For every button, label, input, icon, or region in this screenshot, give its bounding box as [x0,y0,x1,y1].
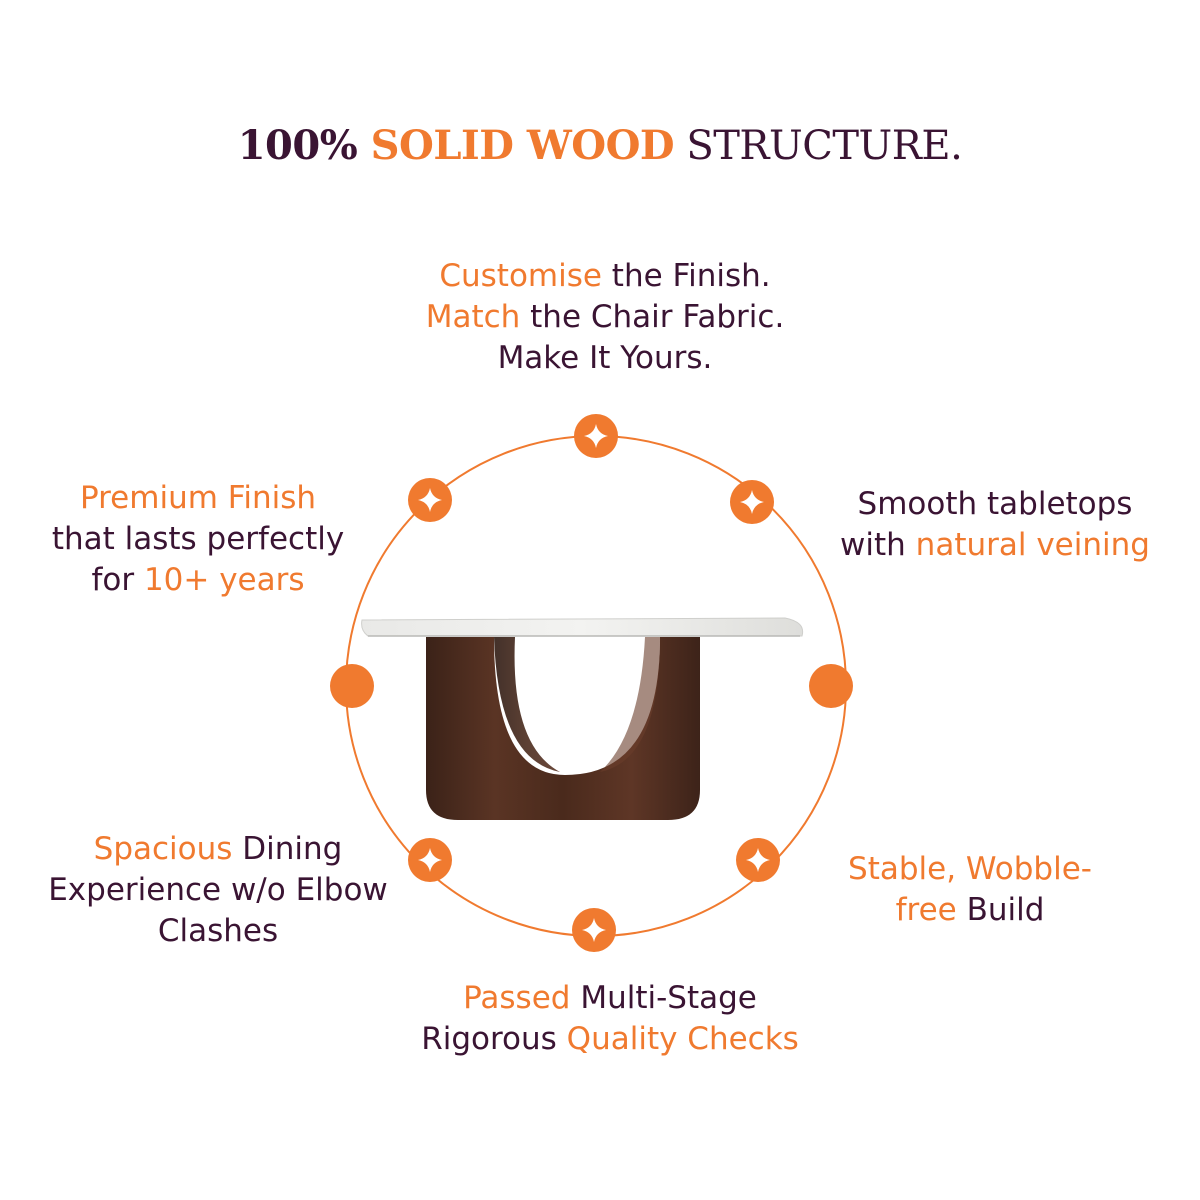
feature-quality-checks: Passed Multi-Stage Rigorous Quality Chec… [300,978,920,1060]
feature-stable-build: Stable, Wobble- free Build [800,849,1140,931]
feature-accent: Match [425,299,521,335]
feature-text: Experience w/o Elbow [48,872,388,908]
feature-text: with [840,527,916,563]
dot-node-right [809,664,853,708]
sparkle-icon [418,488,442,512]
feature-spacious-dining: Spacious Dining Experience w/o Elbow Cla… [8,829,428,952]
dot-node-left [330,664,374,708]
feature-premium-finish: Premium Finish that lasts perfectly for … [18,478,378,601]
feature-accent: Customise [439,258,602,294]
feature-text: Build [956,892,1045,928]
sparkle-node-top [574,414,618,458]
table-top [361,617,804,637]
feature-text: Dining [232,831,343,867]
feature-text: the Finish. [601,258,771,294]
title-accent: SOLID WOOD [370,122,675,169]
feature-accent: Passed [463,980,571,1016]
feature-accent: Spacious [93,831,233,867]
sparkle-icon [746,848,770,872]
sparkle-icon [582,918,606,942]
title-part-2: STRUCTURE. [674,123,963,169]
feature-accent: 10+ years [143,562,305,598]
feature-customise: Customise the Finish. Match the Chair Fa… [300,256,910,379]
feature-text: the Chair Fabric. [520,299,785,335]
feature-text: Clashes [157,913,279,949]
feature-accent: free [895,892,957,928]
feature-accent: Quality Checks [566,1021,799,1057]
feature-accent: natural veining [915,527,1150,563]
sparkle-node-bottom-left [408,838,452,882]
feature-text: Smooth tabletops [857,486,1133,522]
sparkle-icon [584,424,608,448]
feature-text: Multi-Stage [570,980,757,1016]
sparkle-node-bottom-right [736,838,780,882]
feature-text: Rigorous [421,1021,567,1057]
sparkle-icon [418,848,442,872]
feature-smooth-tabletops: Smooth tabletops with natural veining [800,484,1190,566]
feature-accent: Stable, Wobble- [848,851,1092,887]
sparkle-icon [740,490,764,514]
feature-text: Make It Yours. [497,340,713,376]
page-title: 100% SOLID WOOD STRUCTURE. [0,122,1200,169]
sparkle-node-top-right [730,480,774,524]
sparkle-node-top-left [408,478,452,522]
feature-accent: Premium Finish [79,480,317,516]
dining-table-image [361,617,804,820]
title-part-1: 100% [237,122,371,169]
sparkle-node-bottom [572,908,616,952]
feature-text: that lasts perfectly [51,521,345,557]
feature-text: for [91,562,144,598]
